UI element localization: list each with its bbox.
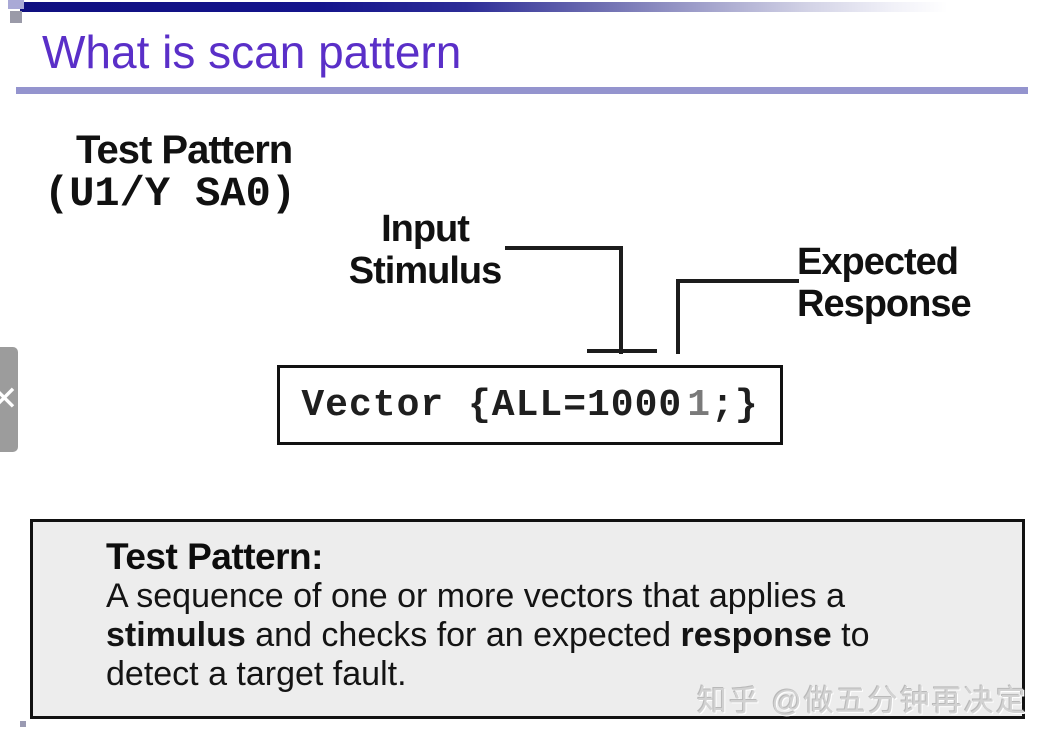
definition-line2-text2: to [831, 616, 870, 654]
input-connector-horizontal [505, 246, 623, 250]
definition-body: A sequence of one or more vectors that a… [106, 577, 986, 694]
title-underline [16, 87, 1028, 94]
pattern-subheading: (U1/Y SA0) [44, 170, 297, 218]
slide-top-gradient-bar [20, 2, 948, 12]
close-icon: ✕ [0, 379, 18, 419]
corner-square-gray [10, 11, 22, 23]
vector-response-bit: 1 [687, 383, 712, 427]
expected-connector-vertical [676, 279, 680, 354]
vector-suffix: ;} [711, 383, 759, 427]
input-connector-tick [587, 349, 657, 353]
definition-bold-response: response [680, 616, 832, 654]
expected-connector-horizontal [676, 279, 799, 283]
corner-dot [20, 721, 26, 727]
definition-line2-text1: and checks for an expected [245, 616, 681, 654]
input-connector-vertical [619, 246, 623, 354]
watermark: 知乎 @做五分钟再决定 [697, 685, 1028, 718]
definition-line3: detect a target fault. [106, 655, 407, 693]
definition-heading: Test Pattern: [106, 536, 323, 577]
pattern-heading: Test Pattern [76, 128, 293, 172]
definition-bold-stimulus: stimulus [106, 616, 246, 654]
definition-line1: A sequence of one or more vectors that a… [106, 577, 846, 615]
page-title: What is scan pattern [42, 26, 462, 78]
input-stimulus-line2: Stimulus [348, 250, 502, 292]
input-stimulus-label: Input Stimulus [330, 208, 520, 292]
expected-response-line2: Response [797, 283, 972, 325]
definition-box: Test Pattern: A sequence of one or more … [30, 519, 1025, 719]
prev-slide-button[interactable]: ✕ [0, 347, 18, 452]
definition-line2: stimulus and checks for an expected resp… [106, 616, 986, 655]
vector-prefix: Vector {ALL=1000 [301, 383, 683, 427]
expected-response-label: Expected Response [797, 241, 1037, 325]
input-stimulus-line1: Input [381, 208, 470, 250]
corner-square-lavender [8, 0, 24, 9]
expected-response-line1: Expected [797, 241, 959, 283]
